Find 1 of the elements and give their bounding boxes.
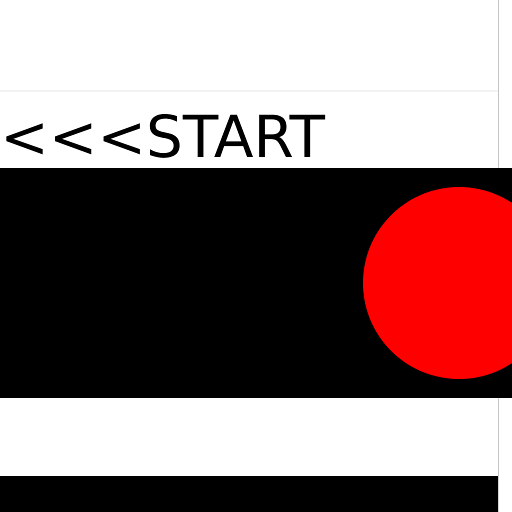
start-label: <<<START [6,114,326,158]
